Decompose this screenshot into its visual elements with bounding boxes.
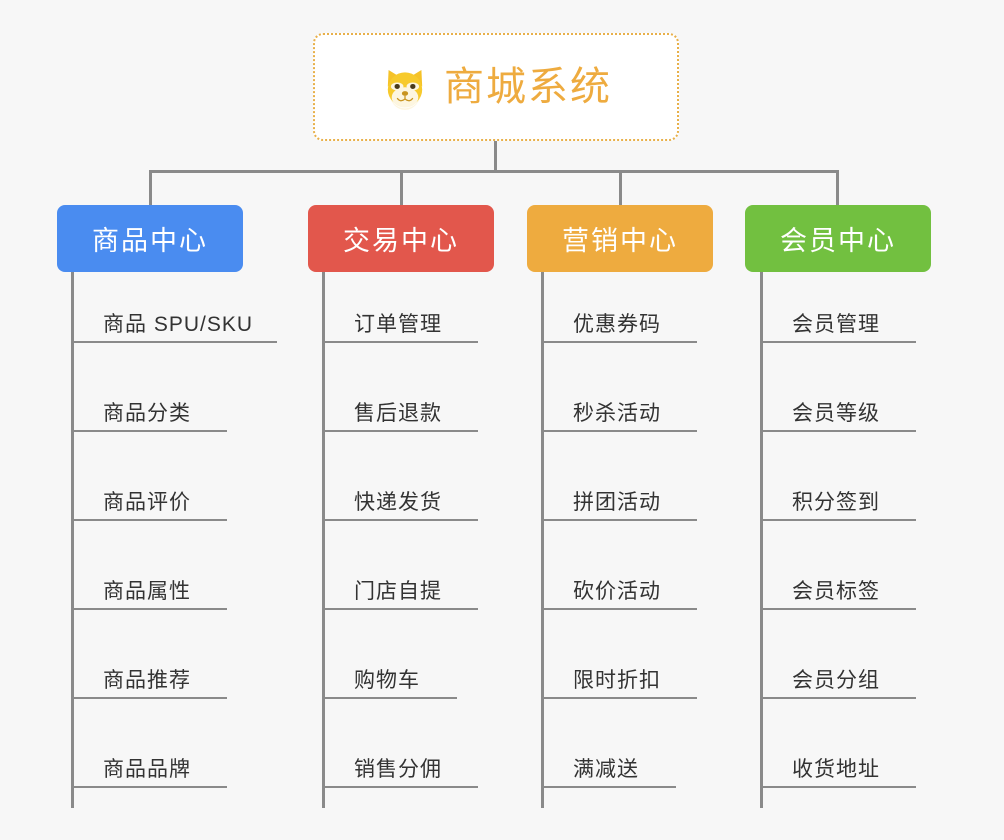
root-node[interactable]: 商城系统 xyxy=(313,33,679,141)
leaf-item[interactable]: 商品 SPU/SKU xyxy=(71,272,277,343)
leaf-item-label: 会员标签 xyxy=(792,579,880,603)
leaf-trunk xyxy=(71,272,74,808)
dog-face-icon xyxy=(380,63,430,113)
root-title: 商城系统 xyxy=(444,65,612,109)
leaf-item-label: 商品评价 xyxy=(103,490,191,514)
leaf-item[interactable]: 门店自提 xyxy=(322,521,478,610)
leaf-item-label: 积分签到 xyxy=(792,490,880,514)
leaf-item-label: 砍价活动 xyxy=(573,579,661,603)
leaf-item[interactable]: 积分签到 xyxy=(760,432,916,521)
leaf-item[interactable]: 商品分类 xyxy=(71,343,227,432)
leaf-item[interactable]: 限时折扣 xyxy=(541,610,697,699)
leaf-item[interactable]: 商品属性 xyxy=(71,521,227,610)
leaf-trunk xyxy=(760,272,763,808)
leaf-item[interactable]: 商品品牌 xyxy=(71,699,227,788)
category-header-label: 会员中心 xyxy=(780,226,896,256)
leaf-trunk xyxy=(541,272,544,808)
category-header-label: 商品中心 xyxy=(92,226,208,256)
leaf-item-label: 销售分佣 xyxy=(354,757,442,781)
leaf-item-label: 优惠券码 xyxy=(573,312,661,336)
leaf-item-label: 秒杀活动 xyxy=(573,401,661,425)
connector-bar xyxy=(149,170,839,173)
leaf-item-label: 限时折扣 xyxy=(573,668,661,692)
leaf-item[interactable]: 优惠券码 xyxy=(541,272,697,343)
leaf-item[interactable]: 收货地址 xyxy=(760,699,916,788)
category-header-2[interactable]: 营销中心 xyxy=(527,205,713,272)
leaf-item-label: 收货地址 xyxy=(792,757,880,781)
leaf-trunk xyxy=(322,272,325,808)
leaf-item-label: 订单管理 xyxy=(354,312,442,336)
leaf-item[interactable]: 商品推荐 xyxy=(71,610,227,699)
connector-drop-2 xyxy=(400,170,403,205)
leaf-item[interactable]: 满减送 xyxy=(541,699,676,788)
leaf-item[interactable]: 秒杀活动 xyxy=(541,343,697,432)
connector-drop-3 xyxy=(619,170,622,205)
leaf-item[interactable]: 商品评价 xyxy=(71,432,227,521)
leaf-item-label: 会员分组 xyxy=(792,668,880,692)
leaf-item[interactable]: 购物车 xyxy=(322,610,457,699)
category-header-3[interactable]: 会员中心 xyxy=(745,205,931,272)
leaf-item-label: 拼团活动 xyxy=(573,490,661,514)
leaf-item[interactable]: 会员等级 xyxy=(760,343,916,432)
leaf-item-label: 商品分类 xyxy=(103,401,191,425)
leaf-item-label: 快递发货 xyxy=(354,490,442,514)
leaf-item-label: 商品推荐 xyxy=(103,668,191,692)
leaf-item[interactable]: 会员管理 xyxy=(760,272,916,343)
leaf-item[interactable]: 砍价活动 xyxy=(541,521,697,610)
leaf-item-label: 商品属性 xyxy=(103,579,191,603)
connector-stem xyxy=(494,141,497,171)
leaf-item-label: 售后退款 xyxy=(354,401,442,425)
category-header-0[interactable]: 商品中心 xyxy=(57,205,243,272)
leaf-item[interactable]: 售后退款 xyxy=(322,343,478,432)
leaf-item-label: 会员管理 xyxy=(792,312,880,336)
leaf-item[interactable]: 拼团活动 xyxy=(541,432,697,521)
leaf-item-label: 满减送 xyxy=(573,757,639,781)
leaf-item-label: 会员等级 xyxy=(792,401,880,425)
leaf-item[interactable]: 会员标签 xyxy=(760,521,916,610)
leaf-item-label: 商品 SPU/SKU xyxy=(103,312,254,336)
category-header-label: 营销中心 xyxy=(562,226,678,256)
leaf-item-label: 门店自提 xyxy=(354,579,442,603)
connector-drop-4 xyxy=(836,170,839,205)
leaf-item-label: 购物车 xyxy=(354,668,420,692)
category-header-label: 交易中心 xyxy=(343,226,459,256)
connector-drop-1 xyxy=(149,170,152,205)
leaf-item[interactable]: 订单管理 xyxy=(322,272,478,343)
leaf-item[interactable]: 会员分组 xyxy=(760,610,916,699)
category-header-1[interactable]: 交易中心 xyxy=(308,205,494,272)
leaf-item-label: 商品品牌 xyxy=(103,757,191,781)
leaf-item[interactable]: 快递发货 xyxy=(322,432,478,521)
leaf-item[interactable]: 销售分佣 xyxy=(322,699,478,788)
